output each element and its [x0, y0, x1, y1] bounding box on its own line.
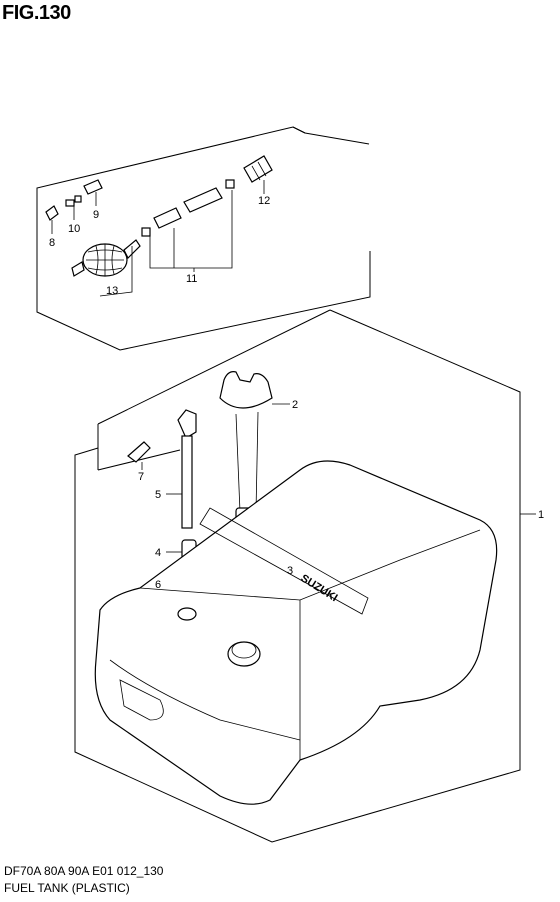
callout-2: 2 — [292, 399, 298, 411]
callout-12: 12 — [258, 195, 270, 207]
hose-connector-8 — [45, 205, 59, 221]
callout-4: 4 — [155, 547, 161, 559]
hose-clip-10 — [65, 195, 82, 207]
callout-5: 5 — [155, 489, 161, 501]
hose-fitting-12 — [243, 155, 273, 183]
figure-title: FIG.130 — [2, 2, 71, 24]
figure-code: DF70A 80A 90A E01 012_130 — [4, 864, 164, 878]
callout-9: 9 — [93, 209, 99, 221]
fitting-7 — [127, 441, 151, 470]
hose-kit-leaders — [51, 180, 265, 297]
callout-7: 7 — [138, 471, 144, 483]
callout-6: 6 — [155, 579, 161, 591]
callout-11: 11 — [186, 273, 197, 285]
figure-name: FUEL TANK (PLASTIC) — [4, 881, 130, 895]
callout-1: 1 — [538, 509, 544, 521]
callout-10: 10 — [68, 223, 80, 235]
hose-kit-frame — [36, 126, 371, 351]
pickup-tube — [166, 409, 197, 529]
hose-segments-11 — [141, 179, 235, 237]
fuel-tank-body — [94, 460, 498, 805]
tank-frame — [74, 309, 521, 843]
callout-3: 3 — [287, 565, 293, 577]
callout-13: 13 — [106, 285, 118, 297]
primer-bulb — [71, 239, 141, 277]
hose-sleeve-9 — [83, 179, 103, 195]
callout-8: 8 — [49, 237, 55, 249]
